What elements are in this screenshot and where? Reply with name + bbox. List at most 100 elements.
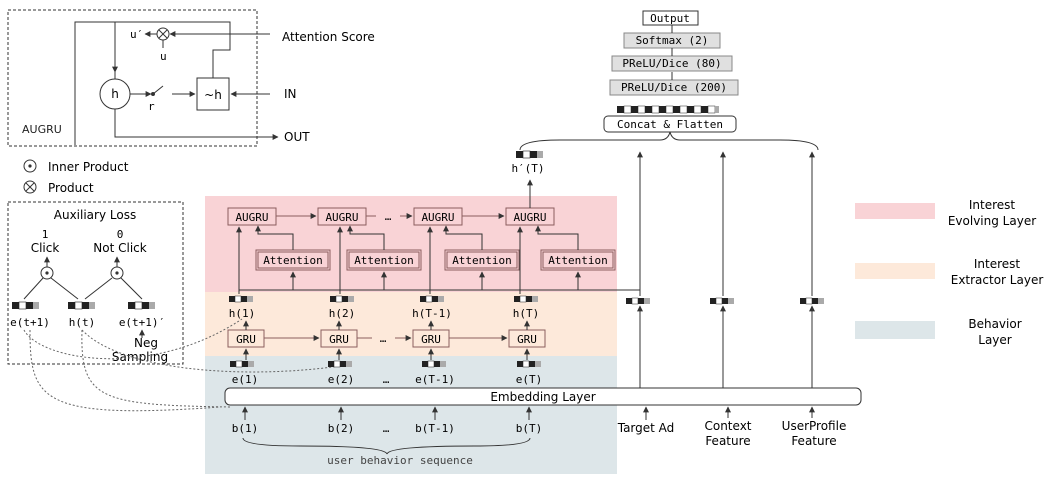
augru-h-label: h [111,87,119,101]
product-label: Product [48,181,94,195]
embedding-4: e(T) [516,373,543,386]
augru-cell-3-label: AUGRU [421,211,454,224]
legend-behavior-line2: Layer [978,333,1012,347]
aux-embedding-icon-e [12,301,39,310]
augru-panel-title: AUGRU [22,123,62,136]
evolving-ellipsis: … [385,210,392,223]
target-ad-label: Target Ad [617,421,675,435]
layer-legend: Interest Evolving Layer Interest Extract… [855,198,1043,347]
flatten-vector-icon [617,105,719,114]
final-state-label: h′(T) [511,162,544,175]
context-embedding-icon [710,297,734,305]
embedding-2: e(2) [328,373,355,386]
interest-evolving-layer-bg [205,196,617,292]
embedding-1: e(1) [232,373,259,386]
prelu80-label: PReLU/Dice (80) [622,57,721,70]
attention-unit-1-label: Attention [263,254,323,267]
behavior-ellipsis-bottom: … [383,422,390,435]
embedding-layer-bar [224,387,862,406]
hidden-state-1: h(1) [229,307,256,320]
aux-embedding-icon-eneg [128,301,155,310]
prelu200-box [609,79,739,96]
legend-swatch-evolving [855,203,935,219]
behavior-4: b(T) [516,422,543,435]
interest-extractor-layer-bg [205,292,617,356]
behavior-2: b(2) [328,422,355,435]
hidden-embedding-icon-1 [229,295,253,303]
userprofile-embedding-icon [800,297,824,305]
userprofile-feature-line2: Feature [791,434,836,448]
augru-in-label: IN [284,87,297,101]
hidden-state-4: h(T) [513,307,540,320]
gru-cell-2-label: GRU [329,333,349,346]
legend-evolving-line2: Evolving Layer [948,214,1036,228]
neg-sampling-line2: Sampling [112,350,168,364]
click-label: Click [31,241,60,255]
augru-uprime-label: u′ [130,28,143,41]
behavior-layer: e(1) e(2) … e(T-1) e(T) Embedding Layer … [224,348,862,467]
hidden-embedding-icon-2 [330,295,354,303]
operator-legend: Inner Product Product [23,159,129,195]
legend-swatch-behavior [855,321,935,339]
inner-product-icon [23,159,37,173]
userprofile-feature-line1: UserProfile [782,419,847,433]
behavior-embedding-icon-1 [230,360,254,368]
augru-htilde-label: ~h [204,88,222,102]
behavior-embedding-icon-4 [517,360,541,368]
attention-unit-4-label: Attention [548,254,608,267]
behavior-sequence-label: user behavior sequence [327,454,473,467]
neg-sampling-line1: Neg [134,336,158,350]
behavior-embedding-icon-2 [328,360,352,368]
augru-cell-2-label: AUGRU [325,211,358,224]
behavior-layer-bg [205,356,617,474]
behavior-embedding-icon-3 [422,360,446,368]
behavior-3: b(T-1) [415,422,455,435]
concat-brace [519,131,819,151]
mlp-tower: Concat & Flatten PReLU/Dice (200) PReLU/… [519,10,819,151]
augru-out-label: OUT [284,130,310,144]
legend-extractor-line2: Extractor Layer [951,273,1044,287]
legend-evolving-line1: Interest [969,198,1016,212]
extractor-layer: h(1) h(2) h(T-1) h(T) GRU GRU GRU GRU … [227,295,546,348]
augru-cell-1-label: AUGRU [235,211,268,224]
auxiliary-loss-panel: Auxiliary Loss 1 Click 0 Not Click e(t+1… [7,201,341,412]
context-feature-line1: Context [704,419,751,433]
concat-flatten-box [603,115,737,133]
target-ad-embedding-icon [626,297,650,305]
gru-cell-3-label: GRU [421,333,441,346]
evolving-layer: AUGRU AUGRU AUGRU AUGRU … Attention Atte… [227,150,640,294]
final-state-embedding-icon [516,150,543,159]
notclick-value: 0 [117,228,124,241]
inner-product-op-notclick [110,266,124,280]
gru-cell-1-label: GRU [236,333,256,346]
hidden-state-3: h(T-1) [412,307,452,320]
legend-swatch-extractor [855,263,935,279]
side-features: Target Ad Context Feature UserProfile Fe… [617,151,847,448]
context-feature-line2: Feature [705,434,750,448]
aux-input-e-neg: e(t+1)′ [119,316,165,329]
legend-extractor-line1: Interest [974,257,1021,271]
extractor-ellipsis: … [380,332,387,345]
augru-r-label: r [148,100,155,113]
notclick-label: Not Click [93,241,146,255]
embedding-3: e(T-1) [415,373,455,386]
hidden-embedding-icon-4 [514,295,538,303]
behavior-sequence-brace [242,437,531,455]
attention-unit-3-label: Attention [452,254,512,267]
inner-product-label: Inner Product [48,160,129,174]
legend-behavior-line1: Behavior [968,317,1021,331]
hidden-embedding-icon-3 [420,295,444,303]
click-value: 1 [42,228,49,241]
output-label: Output [650,12,690,25]
softmax-label: Softmax (2) [636,34,709,47]
product-operator-icon [156,27,170,41]
augru-u-label: u [160,50,167,63]
output-box [642,10,699,26]
aux-embedding-icon-h [68,301,95,310]
attention-unit-2-label: Attention [354,254,414,267]
attention-score-label: Attention Score [282,30,375,44]
aux-input-h: h(t) [69,316,96,329]
aux-loss-title: Auxiliary Loss [54,208,136,222]
